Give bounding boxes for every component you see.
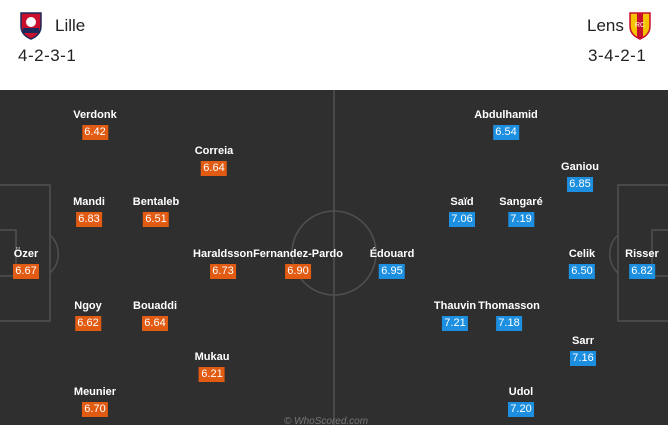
home-penalty-box bbox=[0, 184, 51, 322]
away-penalty-arc bbox=[609, 234, 619, 274]
player-rating: 7.18 bbox=[495, 316, 522, 331]
player-home[interactable]: Mandi 6.83 bbox=[73, 195, 105, 227]
player-home[interactable]: Haraldsson 6.73 bbox=[193, 247, 253, 279]
player-name: Haraldsson bbox=[193, 248, 253, 260]
player-rating: 6.83 bbox=[76, 212, 102, 227]
player-name: Sarr bbox=[571, 335, 595, 347]
player-rating: 6.95 bbox=[379, 264, 405, 279]
pitch bbox=[0, 90, 668, 425]
player-name: Fernandez-Pardo bbox=[253, 248, 343, 260]
player-name: Ganiou bbox=[561, 161, 599, 173]
player-name: Meunier bbox=[73, 386, 117, 398]
player-rating: 6.82 bbox=[628, 264, 655, 279]
match-header: Lille 4-2-3-1 RC Lens 3-4-2-1 bbox=[0, 0, 668, 88]
home-formation: 4-2-3-1 bbox=[18, 46, 77, 65]
player-name: Saïd bbox=[450, 196, 474, 208]
player-home[interactable]: Correia 6.64 bbox=[194, 144, 234, 176]
player-name: Bouaddi bbox=[133, 300, 177, 312]
player-rating: 6.62 bbox=[75, 316, 101, 331]
player-name: Correia bbox=[194, 145, 234, 157]
away-goal-area bbox=[651, 229, 668, 277]
away-penalty-box bbox=[617, 184, 668, 322]
player-name: Mukau bbox=[194, 351, 230, 363]
player-away[interactable]: Ganiou 6.85 bbox=[561, 160, 599, 192]
player-name: Abdulhamid bbox=[474, 109, 538, 121]
away-team-name: Lens bbox=[587, 16, 624, 35]
player-name: Bentaleb bbox=[132, 196, 180, 208]
player-rating: 6.42 bbox=[82, 125, 108, 140]
home-team-name: Lille bbox=[55, 16, 86, 35]
player-away[interactable]: Celik 6.50 bbox=[569, 247, 595, 279]
player-away[interactable]: Édouard 6.95 bbox=[369, 247, 415, 279]
player-name: Udol bbox=[508, 386, 534, 398]
player-name: Risser bbox=[625, 248, 659, 260]
player-home[interactable]: Ngoy 6.62 bbox=[74, 299, 102, 331]
player-home[interactable]: Mukau 6.21 bbox=[194, 350, 230, 382]
player-rating: 7.21 bbox=[441, 316, 468, 331]
player-away[interactable]: Risser 6.82 bbox=[625, 247, 659, 279]
away-formation: 3-4-2-1 bbox=[588, 46, 647, 65]
player-away[interactable]: Udol 7.20 bbox=[508, 385, 534, 417]
player-rating: 6.90 bbox=[284, 264, 311, 279]
player-rating: 7.06 bbox=[449, 212, 475, 227]
player-rating: 6.64 bbox=[142, 316, 168, 331]
lille-crest-icon bbox=[20, 12, 42, 40]
center-circle bbox=[291, 210, 377, 296]
player-name: Özer bbox=[13, 248, 39, 260]
player-rating: 7.19 bbox=[507, 212, 534, 227]
player-rating: 6.64 bbox=[201, 161, 227, 176]
pitch-lines bbox=[0, 90, 668, 425]
player-away[interactable]: Saïd 7.06 bbox=[449, 195, 475, 227]
player-home[interactable]: Fernandez-Pardo 6.90 bbox=[253, 247, 343, 279]
player-name: Édouard bbox=[369, 248, 415, 260]
player-rating: 7.16 bbox=[570, 351, 596, 366]
player-name: Celik bbox=[568, 248, 596, 260]
player-away[interactable]: Sangaré 7.19 bbox=[499, 195, 543, 227]
player-name: Thauvin bbox=[433, 300, 477, 312]
player-away[interactable]: Sarr 7.16 bbox=[570, 334, 596, 366]
player-name: Sangaré bbox=[499, 196, 543, 208]
player-rating: 6.51 bbox=[143, 212, 169, 227]
player-home[interactable]: Özer 6.67 bbox=[13, 247, 39, 279]
player-home[interactable]: Bouaddi 6.64 bbox=[133, 299, 177, 331]
home-goal-area bbox=[0, 229, 17, 277]
player-name: Thomasson bbox=[478, 300, 540, 312]
player-away[interactable]: Thomasson 7.18 bbox=[478, 299, 540, 331]
player-home[interactable]: Verdonk 6.42 bbox=[73, 108, 117, 140]
player-name: Mandi bbox=[73, 196, 105, 208]
player-home[interactable]: Meunier 6.70 bbox=[74, 385, 116, 417]
player-rating: 6.21 bbox=[199, 367, 225, 382]
player-name: Ngoy bbox=[74, 300, 102, 312]
player-away[interactable]: Thauvin 7.21 bbox=[434, 299, 476, 331]
player-home[interactable]: Bentaleb 6.51 bbox=[133, 195, 179, 227]
player-rating: 6.50 bbox=[568, 264, 595, 279]
player-rating: 6.54 bbox=[493, 125, 519, 140]
player-rating: 7.20 bbox=[508, 402, 534, 417]
player-name: Verdonk bbox=[73, 109, 117, 121]
player-rating: 6.67 bbox=[13, 264, 39, 279]
watermark: © WhoScored.com bbox=[284, 416, 369, 427]
player-rating: 6.70 bbox=[82, 402, 108, 417]
player-rating: 6.73 bbox=[209, 264, 236, 279]
svg-text:RC: RC bbox=[635, 22, 645, 29]
player-rating: 6.85 bbox=[566, 177, 593, 192]
home-penalty-arc bbox=[49, 234, 59, 274]
player-away[interactable]: Abdulhamid 6.54 bbox=[474, 108, 538, 140]
lens-crest-icon: RC bbox=[629, 12, 651, 40]
